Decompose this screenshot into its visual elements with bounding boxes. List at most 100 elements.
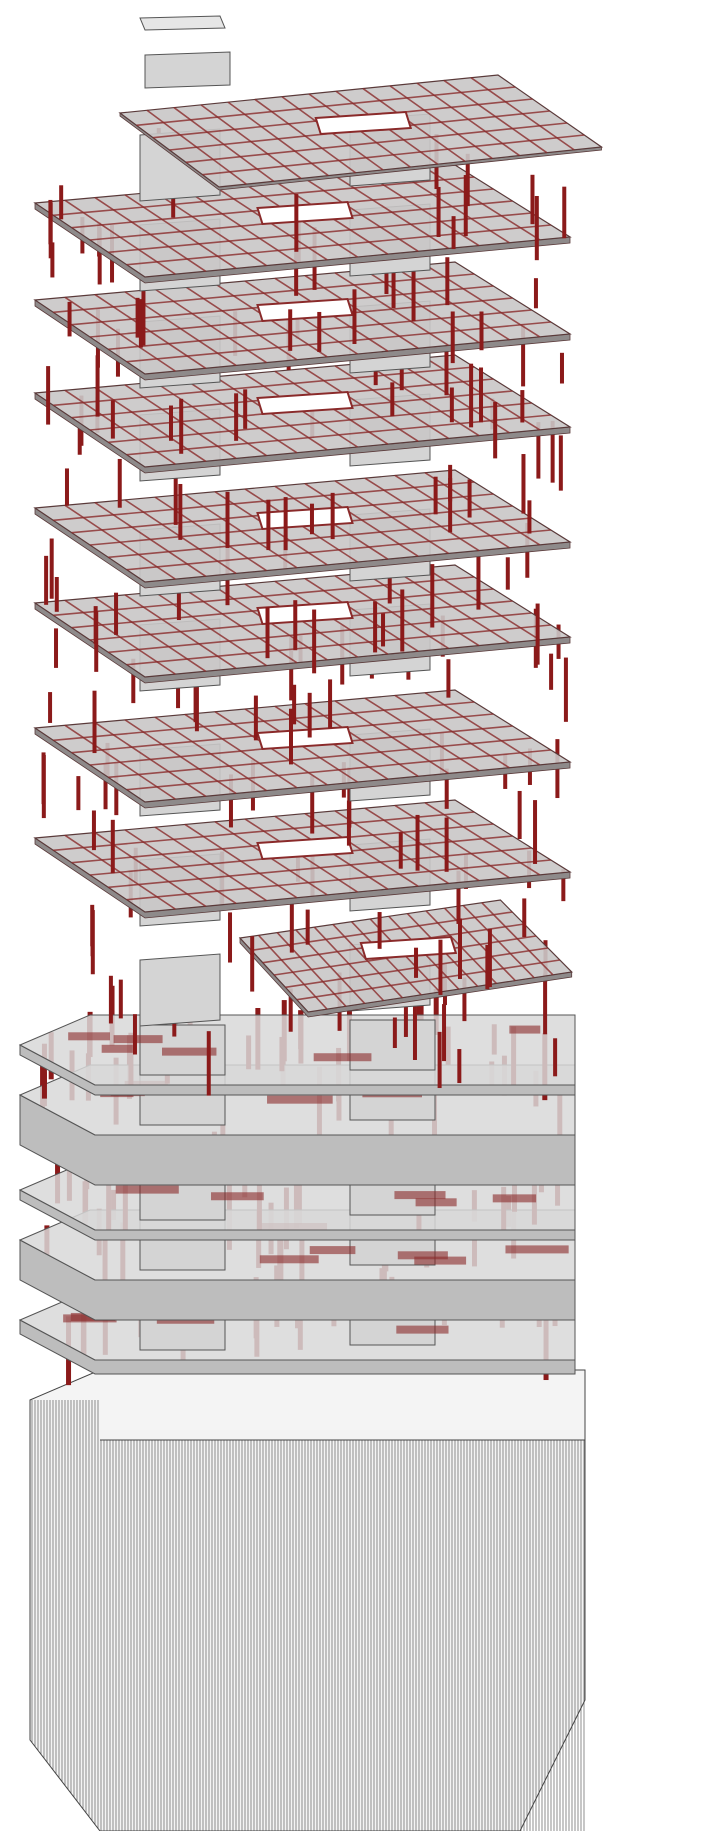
column	[530, 174, 535, 225]
column	[558, 435, 563, 491]
column	[479, 311, 484, 351]
column	[387, 566, 392, 604]
beam	[53, 576, 475, 617]
beam	[108, 737, 532, 779]
column	[400, 589, 405, 652]
column	[289, 898, 294, 953]
floor-slab	[33, 689, 572, 874]
column	[76, 776, 81, 811]
column	[549, 653, 554, 690]
column	[451, 216, 456, 250]
slab-opening	[256, 390, 354, 416]
column	[442, 1004, 447, 1062]
column	[563, 657, 568, 722]
beam	[53, 273, 475, 314]
column	[433, 989, 439, 1035]
column	[436, 186, 441, 238]
column	[520, 390, 525, 423]
column	[533, 278, 538, 309]
slab-opening	[359, 935, 458, 961]
column	[381, 613, 386, 647]
beam	[126, 624, 551, 666]
column	[391, 259, 396, 309]
column	[476, 552, 481, 610]
beam	[126, 859, 551, 901]
column	[168, 405, 173, 441]
column	[411, 266, 416, 322]
beam	[53, 811, 475, 852]
column	[534, 195, 539, 261]
column	[445, 257, 450, 306]
column	[469, 363, 474, 428]
column	[553, 1038, 558, 1077]
beam	[185, 122, 568, 164]
column	[179, 398, 184, 454]
column	[398, 832, 403, 869]
column	[433, 476, 438, 515]
column	[403, 1005, 408, 1037]
column	[243, 389, 248, 429]
column	[114, 592, 119, 635]
beam	[53, 481, 475, 522]
column	[108, 975, 113, 1024]
column	[479, 367, 484, 423]
column	[46, 366, 51, 425]
column	[444, 817, 449, 872]
transfer-beam	[162, 1047, 217, 1056]
floor-slab	[33, 799, 572, 995]
column	[253, 695, 258, 741]
column	[64, 468, 69, 506]
column	[536, 422, 541, 479]
column	[373, 601, 378, 653]
beam	[126, 529, 551, 571]
column	[522, 898, 527, 938]
column	[77, 419, 82, 455]
column	[132, 1014, 137, 1055]
column	[561, 869, 566, 902]
column	[294, 194, 299, 252]
beam	[126, 749, 551, 791]
slab-opening	[256, 505, 354, 531]
roof-mechanical-box	[144, 51, 231, 89]
column	[444, 768, 449, 809]
parking-base	[29, 1369, 586, 1831]
transfer-beam	[414, 1256, 467, 1265]
transfer-beam	[505, 1245, 569, 1254]
slab-opening	[314, 110, 413, 136]
column	[289, 708, 294, 765]
column	[138, 299, 143, 348]
column	[505, 557, 510, 590]
beam	[202, 134, 585, 176]
column	[309, 503, 314, 535]
column	[41, 1043, 47, 1099]
column	[118, 979, 123, 1019]
column	[110, 400, 115, 439]
column	[517, 790, 522, 840]
column	[97, 227, 102, 285]
column	[90, 920, 95, 957]
podium-level	[18, 985, 576, 1101]
beam	[108, 612, 532, 654]
column	[135, 297, 140, 338]
beam	[53, 176, 475, 217]
column	[352, 289, 357, 344]
column	[92, 690, 97, 754]
transfer-beam	[396, 1325, 449, 1334]
column	[527, 500, 532, 534]
column	[176, 585, 181, 621]
core-wall	[139, 953, 221, 1027]
column	[91, 810, 96, 851]
column	[41, 755, 46, 819]
column	[456, 870, 461, 924]
column	[266, 499, 271, 551]
column	[141, 283, 146, 346]
column	[487, 928, 492, 987]
column	[317, 311, 322, 352]
column	[438, 939, 443, 995]
column	[457, 918, 462, 979]
transfer-beam	[397, 1251, 448, 1260]
column	[449, 387, 454, 423]
column	[288, 309, 293, 351]
column	[110, 819, 115, 874]
transfer-beam	[113, 1035, 163, 1044]
